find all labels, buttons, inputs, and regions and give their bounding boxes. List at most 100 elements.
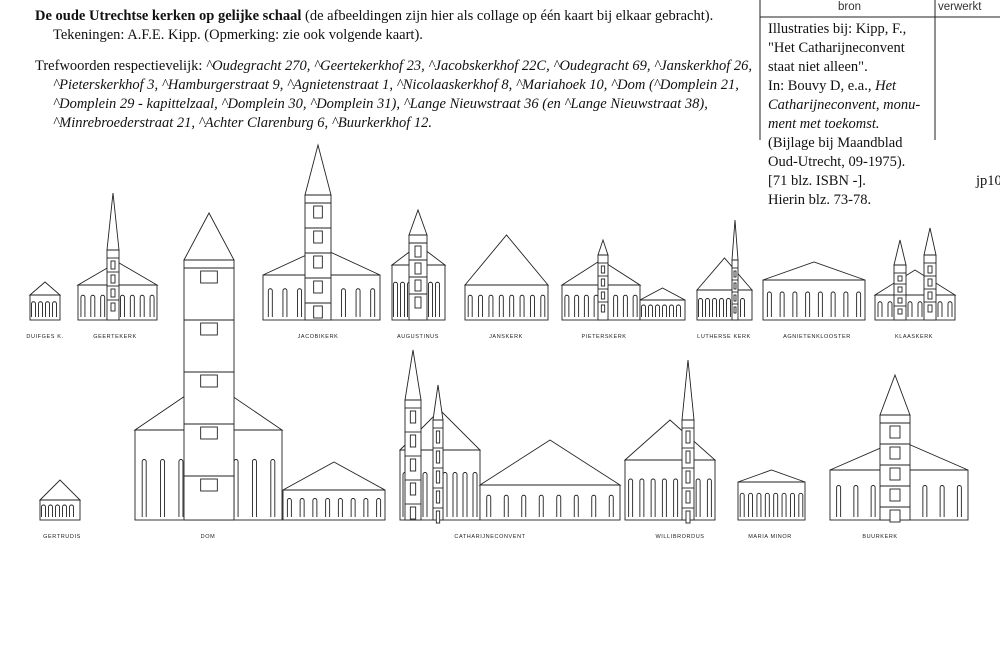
window bbox=[100, 294, 106, 317]
tower-window bbox=[435, 430, 441, 444]
window bbox=[740, 298, 745, 317]
tower-window bbox=[889, 446, 901, 460]
church-drawing bbox=[737, 469, 806, 521]
church-drawing bbox=[76, 192, 159, 321]
window bbox=[139, 294, 145, 317]
window bbox=[299, 498, 305, 517]
tower-window bbox=[733, 282, 737, 290]
document-code: jp1096 bbox=[976, 173, 1000, 189]
tower-window bbox=[200, 426, 218, 440]
window bbox=[593, 294, 599, 317]
window bbox=[38, 301, 43, 317]
citation-line: Catharijneconvent, monu- bbox=[768, 97, 921, 113]
window bbox=[325, 498, 331, 517]
church-label: JANSKERK bbox=[489, 334, 523, 340]
window bbox=[726, 298, 731, 317]
nave bbox=[479, 484, 621, 521]
citation-line: (Bijlage bij Maandblad bbox=[768, 135, 903, 151]
tower-window bbox=[409, 482, 417, 496]
window bbox=[870, 485, 876, 517]
tower-window bbox=[685, 430, 691, 444]
roof bbox=[282, 461, 386, 491]
title: De oude Utrechtse kerken op gelijke scha… bbox=[35, 8, 302, 24]
window bbox=[462, 472, 468, 517]
citation-line: staat niet alleen". bbox=[768, 59, 868, 75]
window bbox=[312, 498, 318, 517]
tower-window bbox=[927, 291, 933, 300]
window bbox=[608, 494, 614, 517]
window bbox=[887, 301, 893, 317]
window bbox=[766, 291, 772, 317]
window bbox=[583, 294, 589, 317]
window bbox=[956, 485, 962, 517]
window bbox=[488, 294, 494, 317]
window bbox=[251, 459, 257, 517]
church-label: CATHARIJNECONVENT bbox=[454, 534, 526, 540]
window bbox=[428, 281, 433, 317]
window bbox=[509, 294, 515, 317]
window bbox=[286, 498, 292, 517]
tower-window bbox=[414, 245, 422, 258]
window bbox=[779, 291, 785, 317]
window bbox=[564, 294, 570, 317]
window bbox=[486, 494, 492, 517]
window bbox=[363, 498, 369, 517]
tower-window bbox=[409, 410, 417, 424]
nave bbox=[624, 459, 716, 521]
tower-window bbox=[110, 288, 116, 298]
church-drawing bbox=[560, 238, 686, 321]
window bbox=[119, 294, 125, 317]
window bbox=[628, 478, 634, 517]
window bbox=[529, 294, 535, 317]
window bbox=[478, 294, 484, 317]
spire bbox=[879, 373, 911, 416]
tower-window bbox=[200, 374, 218, 388]
window bbox=[519, 294, 525, 317]
window bbox=[538, 494, 544, 517]
roof bbox=[28, 281, 62, 296]
tower-window bbox=[200, 322, 218, 336]
window bbox=[591, 494, 597, 517]
citation-line: Het bbox=[875, 78, 897, 94]
church-label: PIETERSKERK bbox=[581, 334, 627, 340]
window bbox=[472, 472, 478, 517]
citation-line: "Het Catharijneconvent bbox=[768, 40, 905, 56]
tower-window bbox=[313, 255, 323, 269]
church-label: DOM bbox=[200, 534, 216, 540]
window bbox=[45, 301, 50, 317]
roof bbox=[737, 469, 806, 483]
window bbox=[773, 492, 779, 517]
church-drawing bbox=[38, 479, 82, 521]
tower-window bbox=[733, 270, 737, 278]
tower bbox=[183, 259, 235, 521]
window bbox=[498, 294, 504, 317]
tower-window bbox=[927, 304, 933, 313]
tower-window bbox=[685, 470, 691, 484]
window bbox=[178, 459, 184, 517]
spire bbox=[893, 239, 907, 266]
church-drawing bbox=[262, 143, 381, 321]
church-label: GERTRUDIS bbox=[43, 534, 81, 540]
tower-window bbox=[600, 265, 606, 274]
subtitle: Tekeningen: A.F.E. Kipp. (Opmerking: zie… bbox=[53, 27, 423, 43]
roof bbox=[38, 479, 82, 501]
window bbox=[149, 294, 155, 317]
window bbox=[503, 494, 509, 517]
tower-window bbox=[889, 467, 901, 481]
nave bbox=[39, 499, 81, 521]
keywords-label: Trefwoorden respectievelijk: bbox=[35, 58, 206, 74]
church-drawing bbox=[28, 281, 62, 321]
church-drawing bbox=[133, 212, 386, 521]
tower-window bbox=[733, 294, 737, 302]
nave bbox=[737, 481, 806, 521]
tower-window bbox=[409, 506, 417, 520]
roof bbox=[873, 269, 957, 296]
window bbox=[789, 492, 795, 517]
window bbox=[270, 459, 276, 517]
window bbox=[922, 485, 928, 517]
window bbox=[340, 288, 346, 317]
spire bbox=[304, 143, 332, 196]
citation-line: Oud-Utrecht, 09-1975). bbox=[768, 154, 906, 170]
